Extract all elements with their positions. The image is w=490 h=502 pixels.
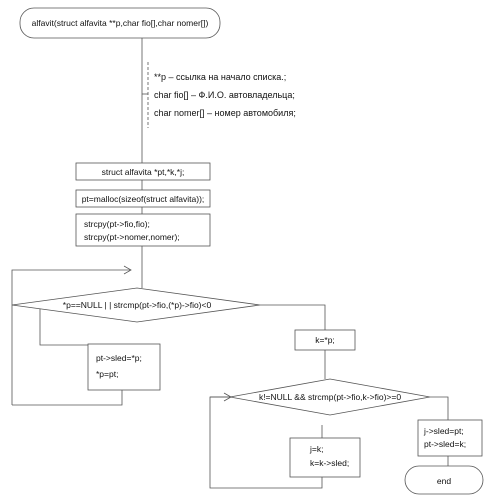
declare-node: struct alfavita *pt,*k,*j; bbox=[75, 162, 211, 181]
malloc-label: pt=malloc(sizeof(struct alfavita)); bbox=[82, 194, 205, 204]
connectors bbox=[11, 38, 449, 489]
decision-2: k!=NULL && strcmp(pt->fio,k->fio)>=0 bbox=[229, 378, 431, 416]
decision-1: *p==NULL | | strcmp(pt->fio,(*p)->fio)<0 bbox=[11, 287, 261, 323]
end-node: end bbox=[404, 465, 484, 495]
insert-mid-line-1: j->sled=pt; bbox=[423, 426, 464, 436]
start-node: alfavit(struct alfavita **p,char fio[],c… bbox=[19, 7, 221, 39]
assign-k-label: k=*p; bbox=[315, 335, 335, 345]
comment-line-2: char fio[] – Ф.И.О. автовладельца; bbox=[154, 90, 295, 100]
advance-line-1: j=k; bbox=[309, 444, 323, 454]
insert-mid-line-2: pt->sled=k; bbox=[424, 439, 466, 449]
decision-2-label: k!=NULL && strcmp(pt->fio,k->fio)>=0 bbox=[259, 392, 401, 402]
advance-node: j=k; k=k->sled; bbox=[289, 437, 361, 478]
decision-1-label: *p==NULL | | strcmp(pt->fio,(*p)->fio)<0 bbox=[63, 300, 212, 310]
insert-mid-node: j->sled=pt; pt->sled=k; bbox=[417, 419, 483, 457]
comment-annotation: **p – ссылка на начало списка.; char fio… bbox=[154, 72, 296, 118]
start-label: alfavit(struct alfavita **p,char fio[],c… bbox=[32, 18, 209, 28]
copy-line-1: strcpy(pt->fio,fio); bbox=[84, 219, 150, 229]
insert-head-line-2: *p=pt; bbox=[96, 369, 118, 379]
insert-head-line-1: pt->sled=*p; bbox=[96, 353, 142, 363]
assign-k-node: k=*p; bbox=[294, 329, 356, 351]
comment-line-1: **p – ссылка на начало списка.; bbox=[154, 72, 286, 82]
copy-node: strcpy(pt->fio,fio); strcpy(pt->nomer,no… bbox=[75, 213, 211, 247]
end-label: end bbox=[437, 476, 451, 486]
malloc-node: pt=malloc(sizeof(struct alfavita)); bbox=[75, 189, 211, 208]
copy-line-2: strcpy(pt->nomer,nomer); bbox=[84, 232, 180, 242]
declare-label: struct alfavita *pt,*k,*j; bbox=[102, 167, 185, 177]
comment-line-3: char nomer[] – номер автомобиля; bbox=[154, 108, 296, 118]
advance-line-2: k=k->sled; bbox=[310, 458, 349, 468]
insert-head-node: pt->sled=*p; *p=pt; bbox=[87, 343, 161, 391]
